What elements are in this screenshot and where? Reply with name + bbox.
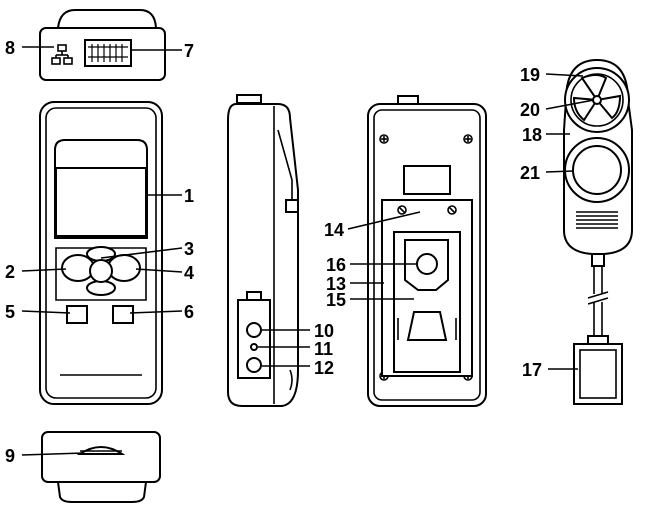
rs232-port [84, 39, 132, 67]
callout-15: 15 [326, 290, 346, 310]
callout-labels: 1 2 3 4 5 6 7 8 9 10 11 12 13 14 15 16 1… [5, 38, 542, 466]
side-view [227, 94, 299, 407]
callout-4: 4 [184, 263, 194, 283]
callout-16: 16 [326, 255, 346, 275]
callout-9: 9 [5, 446, 15, 466]
back-label-window [403, 165, 451, 195]
callout-13: 13 [326, 274, 346, 294]
front-view [39, 101, 163, 405]
vane-blades [572, 74, 622, 122]
button-down[interactable] [86, 280, 116, 296]
callout-3: 3 [184, 239, 194, 259]
function-button-right[interactable] [112, 305, 134, 324]
callout-6: 6 [184, 302, 194, 322]
bottom-view [41, 431, 161, 503]
light-sensor [572, 145, 622, 195]
callout-11: 11 [314, 339, 333, 359]
network-port-icon [51, 44, 73, 65]
back-view [367, 95, 487, 407]
callout-17: 17 [522, 360, 542, 380]
tripod-mount [416, 253, 438, 275]
callout-5: 5 [5, 302, 15, 322]
callout-20: 20 [520, 100, 540, 120]
callout-21: 21 [520, 163, 540, 183]
calibration-hole [250, 343, 258, 351]
probe-connector [573, 343, 623, 405]
callout-14: 14 [324, 220, 344, 240]
top-view [39, 9, 166, 81]
probe-grille [576, 211, 618, 229]
probe-view [563, 58, 633, 405]
dc-adapter-jack [246, 357, 262, 373]
callout-2: 2 [5, 262, 15, 282]
function-button-left[interactable] [66, 305, 88, 324]
callout-1: 1 [184, 186, 194, 206]
vane-hub [592, 95, 602, 105]
callout-10: 10 [314, 321, 334, 341]
power-button[interactable] [89, 259, 113, 283]
callout-19: 19 [520, 65, 540, 85]
lcd-display [55, 167, 147, 237]
button-up[interactable] [86, 246, 116, 262]
callout-12: 12 [314, 358, 334, 378]
leader-lines [21, 46, 595, 456]
callout-8: 8 [5, 38, 15, 58]
sensor-jack [246, 322, 262, 338]
callout-7: 7 [184, 41, 194, 61]
callout-18: 18 [522, 125, 542, 145]
